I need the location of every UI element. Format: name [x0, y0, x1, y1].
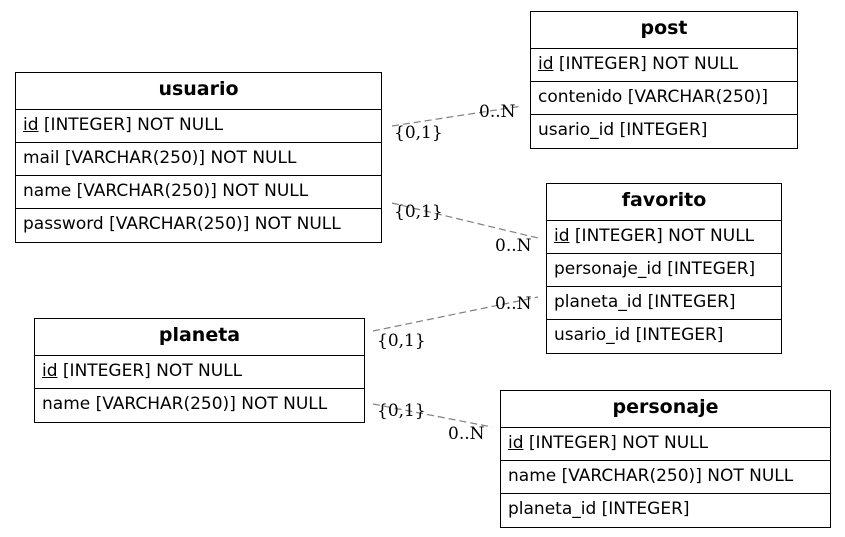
cardinality-planeta-personaje-from: {0,1} [377, 401, 426, 421]
attribute-row: planeta_id [INTEGER] [508, 499, 690, 519]
entity-favorito[interactable]: favorito id [INTEGER] NOT NULL personaje… [546, 183, 782, 354]
attribute-type: [INTEGER] NOT NULL [553, 54, 739, 74]
attribute-row: id [INTEGER] NOT NULL [16, 110, 381, 143]
attribute-type: [INTEGER] NOT NULL [569, 226, 755, 246]
entity-title: post [531, 12, 797, 49]
edge-usuario-favorito [391, 202, 539, 239]
cardinality-planeta-favorito-to: 0..N [495, 294, 532, 314]
cardinality-usuario-favorito-from: {0,1} [394, 202, 443, 222]
edge-planeta-favorito [372, 296, 539, 332]
entity-planeta[interactable]: planeta id [INTEGER] NOT NULL name [VARC… [34, 318, 365, 423]
attribute-row: personaje_id [INTEGER] [547, 254, 781, 287]
entity-title: favorito [547, 184, 781, 221]
attribute-row: usario_id [INTEGER] [554, 325, 724, 345]
entity-usuario[interactable]: usuario id [INTEGER] NOT NULL mail [VARC… [15, 72, 382, 243]
entity-title: personaje [501, 391, 830, 428]
entity-title: usuario [16, 73, 381, 110]
attribute-row: planeta_id [INTEGER] [547, 287, 781, 320]
primary-key: id [508, 433, 524, 453]
primary-key: id [554, 226, 570, 246]
attribute-row: id [INTEGER] NOT NULL [531, 49, 797, 82]
entity-post[interactable]: post id [INTEGER] NOT NULL contenido [VA… [530, 11, 798, 149]
cardinality-usuario-post-to: 0..N [479, 102, 516, 122]
primary-key: id [538, 54, 554, 74]
attribute-row: password [VARCHAR(250)] NOT NULL [23, 214, 341, 234]
cardinality-planeta-personaje-to: 0..N [448, 424, 485, 444]
attribute-row: contenido [VARCHAR(250)] [531, 82, 797, 115]
attribute-type: [INTEGER] NOT NULL [38, 115, 224, 135]
edge-planeta-personaje [372, 403, 493, 428]
entity-title: planeta [35, 319, 364, 356]
primary-key: id [42, 361, 58, 381]
cardinality-usuario-favorito-to: 0..N [495, 236, 532, 256]
attribute-row: name [VARCHAR(250)] NOT NULL [16, 176, 381, 209]
attribute-type: [INTEGER] NOT NULL [523, 433, 709, 453]
attribute-row: usario_id [INTEGER] [538, 120, 708, 140]
attribute-row: name [VARCHAR(250)] NOT NULL [501, 461, 830, 494]
attribute-row: mail [VARCHAR(250)] NOT NULL [16, 143, 381, 176]
cardinality-usuario-post-from: {0,1} [394, 123, 443, 143]
attribute-row: id [INTEGER] NOT NULL [501, 428, 830, 461]
entity-personaje[interactable]: personaje id [INTEGER] NOT NULL name [VA… [500, 390, 831, 528]
primary-key: id [23, 115, 39, 135]
attribute-row: name [VARCHAR(250)] NOT NULL [42, 394, 328, 414]
attribute-row: id [INTEGER] NOT NULL [547, 221, 781, 254]
cardinality-planeta-favorito-from: {0,1} [377, 331, 426, 351]
attribute-type: [INTEGER] NOT NULL [57, 361, 243, 381]
attribute-row: id [INTEGER] NOT NULL [35, 356, 364, 389]
